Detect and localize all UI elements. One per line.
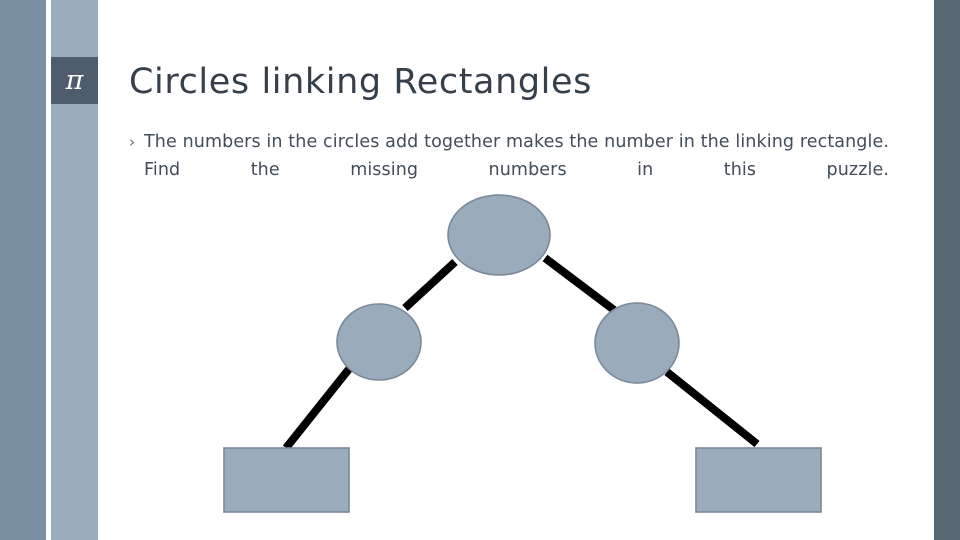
- bullet-chevron-icon: ›: [129, 133, 135, 151]
- instruction-bullet: › The numbers in the circles add togethe…: [129, 128, 889, 184]
- instruction-text: The numbers in the circles add together …: [144, 132, 889, 180]
- link-left-to-rect-left: [282, 366, 353, 451]
- link-right-to-rect-right: [664, 368, 760, 448]
- circle-left[interactable]: [336, 303, 422, 381]
- link-top-to-left: [402, 259, 458, 311]
- link-top-to-right: [542, 254, 617, 314]
- circle-top[interactable]: [447, 194, 551, 276]
- slide-title: Circles linking Rectangles: [129, 62, 592, 102]
- rect-right[interactable]: [695, 447, 822, 513]
- sidebar-accent-bar-outer: [0, 0, 46, 540]
- rect-left[interactable]: [223, 447, 350, 513]
- pi-logo-icon: π: [51, 57, 98, 104]
- right-accent-bar: [934, 0, 960, 540]
- circle-right[interactable]: [594, 302, 680, 384]
